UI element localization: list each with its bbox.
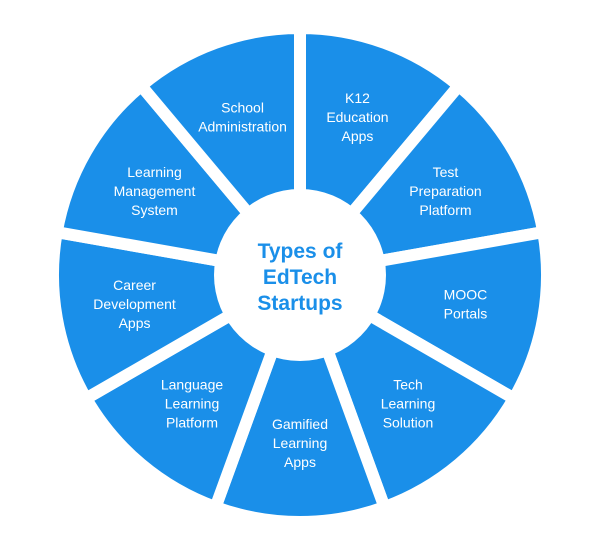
- segment-label-line: Solution: [383, 415, 434, 431]
- segment-label-line: MOOC: [444, 287, 488, 303]
- segment-label-line: Apps: [119, 315, 151, 331]
- title-line: EdTech: [263, 266, 337, 289]
- segment-label-line: Learning: [381, 396, 436, 412]
- segment-label-line: Language: [161, 377, 224, 393]
- segment-label-line: Portals: [444, 306, 488, 322]
- segment-label: MOOC Portals: [444, 287, 488, 322]
- segment-label-line: Administration: [198, 119, 287, 135]
- segment-label-line: School: [221, 100, 264, 116]
- segment-label-line: Apps: [341, 128, 373, 144]
- segment-label-line: Tech: [393, 377, 423, 393]
- segment-label-line: Development: [93, 296, 176, 312]
- segment-label-line: K12: [345, 90, 370, 106]
- segment-label-line: Career: [113, 277, 156, 293]
- segment-label-line: Platform: [419, 202, 471, 218]
- segment-label-line: Learning: [165, 396, 220, 412]
- segment-label-line: Learning: [273, 435, 328, 451]
- segment-label-line: Test: [433, 164, 459, 180]
- segment-label-line: Preparation: [409, 183, 481, 199]
- segment-label-line: System: [131, 202, 178, 218]
- center-circle: [214, 189, 386, 361]
- title-line: Startups: [257, 292, 342, 315]
- segment-label-line: Gamified: [272, 416, 328, 432]
- segment-label-line: Apps: [284, 454, 316, 470]
- segment-label-line: Management: [114, 183, 196, 199]
- title-line: Types of: [258, 240, 344, 263]
- segment-4: [207, 257, 393, 528]
- segment-label-line: Education: [326, 109, 388, 125]
- segment-label-line: Learning: [127, 164, 182, 180]
- segment-label-line: Platform: [166, 415, 218, 431]
